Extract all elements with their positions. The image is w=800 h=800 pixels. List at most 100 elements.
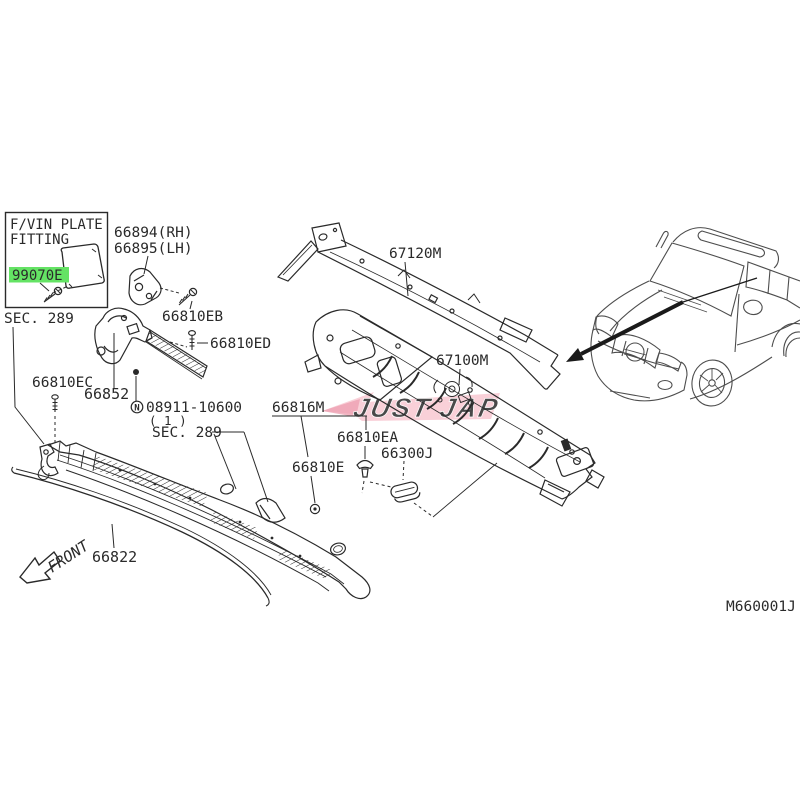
highlight-99070E [9, 267, 69, 283]
label-67120M: 67120M [389, 246, 442, 262]
sunroof [697, 230, 765, 258]
cowl-grille-66816M-drawing [37, 440, 371, 600]
cowl-bracket-66894 [128, 255, 198, 310]
inset-title-line2: FITTING [10, 232, 69, 248]
label-66822: 66822 [92, 548, 137, 566]
hood-edge [596, 280, 650, 317]
leader-67120M [404, 261, 409, 297]
panel-left-tip [304, 354, 322, 373]
grommet-dot [133, 369, 139, 375]
panel-foot-lower [539, 479, 571, 507]
panel-dark-pin [560, 438, 572, 452]
bracket-hole2 [145, 292, 153, 300]
windshield [649, 242, 745, 317]
grille-hole [219, 483, 235, 495]
rear-glass [786, 276, 800, 309]
grille-hatch-2 [210, 512, 258, 539]
headlamp-right [655, 352, 682, 372]
vin-plate-tab-marks [68, 248, 103, 288]
label-sec289-mid: SEC. 289 [152, 425, 222, 441]
nut-callout: N 08911-10600 ( 1 ) [130, 400, 242, 428]
vehicle-illustration [566, 227, 800, 407]
front-arrow-icon [19, 550, 61, 584]
grille-rivets [118, 468, 302, 558]
grille-hatch-3 [277, 549, 332, 580]
rubber-cap-66300J [390, 481, 421, 503]
strip-outline [145, 329, 208, 378]
bar-holes [359, 258, 503, 341]
label-66810ED: 66810ED [210, 336, 271, 352]
label-66810EB: 66810EB [162, 309, 223, 325]
roof [672, 227, 779, 269]
hook-hole2 [120, 314, 128, 322]
grille-scoop [255, 497, 286, 523]
watermark-ribbon [322, 392, 500, 421]
inset-title-line1: F/VIN PLATE [10, 217, 103, 233]
label-66895: 66895(LH) [114, 241, 193, 257]
screw-icon [43, 286, 63, 303]
grille [611, 334, 661, 369]
strip-hatch [147, 331, 206, 376]
bracket-detail [133, 274, 158, 301]
grille-left-bracket-hole [43, 449, 49, 455]
dashed-to-screw-ED [169, 341, 188, 348]
label-66816M: 66816M [272, 400, 325, 416]
diagram-code: M660001J [726, 599, 796, 615]
bar-end-flap [276, 240, 319, 282]
rear-wheel-arch [771, 322, 800, 348]
watermark-ribbon-tip [322, 399, 360, 417]
door-seam [734, 293, 740, 353]
pointer-arrowhead [566, 348, 584, 362]
label-front: FRONT [44, 536, 92, 576]
leader-66300J-into-panel [432, 462, 498, 518]
antenna [655, 230, 669, 249]
grille-hatch-1 [91, 456, 208, 507]
leaders-66816M [272, 415, 367, 504]
bar-lower-edge [317, 251, 546, 390]
leader-66822 [111, 523, 115, 549]
hook-inner [103, 315, 127, 353]
panel-holes [395, 343, 575, 455]
fog-lamp [657, 379, 673, 391]
leader-99070E [39, 282, 50, 292]
panel-top-edge [359, 315, 591, 456]
cowl-panel-67100M-drawing [304, 309, 605, 507]
panel-hole-b [334, 377, 342, 385]
cowl-bar-67120M-drawing [276, 222, 561, 390]
side-glass [745, 261, 790, 301]
leader-66810EB [189, 300, 193, 310]
leader-sec289-left [12, 326, 45, 445]
label-sec289-left: SEC. 289 [4, 311, 74, 327]
strip-lower-edge [145, 331, 207, 380]
bar-upper-edge [340, 239, 559, 356]
panel-hole-a [326, 334, 334, 342]
panel-foot-upper [555, 447, 595, 477]
panel-foot-hole [572, 457, 581, 466]
label-67100M: 67100M [436, 353, 489, 369]
grille-hole2 [330, 542, 346, 556]
push-pin-66810EA [356, 459, 374, 478]
body-crease [736, 319, 800, 346]
panel-opening-1 [339, 336, 376, 365]
wiper-lines [657, 289, 708, 313]
bracket-outline [128, 267, 162, 306]
cowl-side-66852 [94, 307, 208, 401]
leaders-sec289-mid [212, 431, 269, 503]
screw-icon [188, 330, 197, 350]
seal-line1 [13, 472, 269, 599]
bumper-lip [597, 340, 680, 399]
screw-66810EC [51, 394, 59, 446]
hood-front [595, 315, 600, 335]
pointer-thin-line [682, 277, 758, 303]
panel-tab [585, 469, 605, 489]
label-nut-part: 08911-10600 [146, 400, 242, 416]
mirror [743, 299, 763, 316]
screw-icon [178, 287, 198, 306]
hook-hole [96, 346, 106, 356]
label-66300J: 66300J [381, 446, 433, 462]
bar-head-hole2 [332, 227, 338, 233]
label-nut-qty: ( 1 ) [149, 413, 187, 428]
label-66810EA: 66810EA [337, 430, 398, 446]
dashed-66810EA [361, 460, 433, 517]
